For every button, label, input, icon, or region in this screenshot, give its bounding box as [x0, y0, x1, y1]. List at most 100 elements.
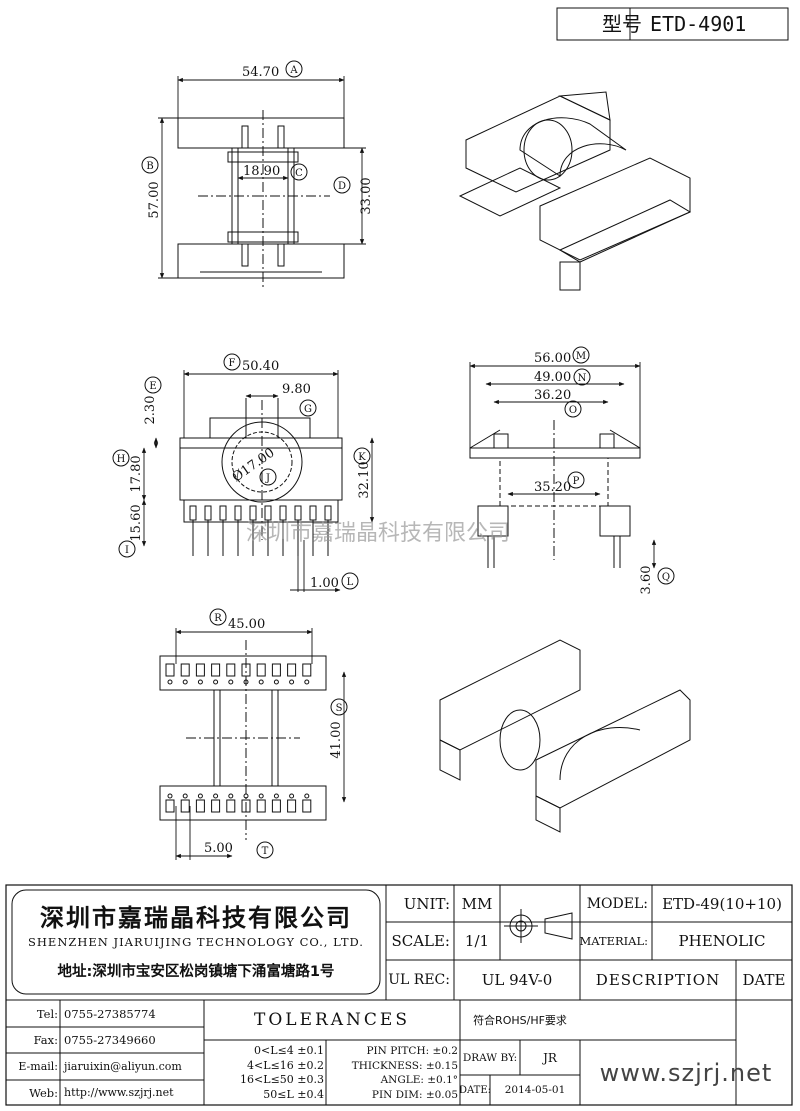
bottom-pin-pad — [165, 799, 175, 813]
email-value[interactable]: jiaruixin@aliyun.com — [64, 1060, 182, 1073]
watermark: 深圳市嘉瑞晶科技有限公司 — [246, 521, 510, 546]
bottom-pin-hole — [258, 793, 264, 799]
tolerance-specs: PIN PITCH: ±0.2 THICKNESS: ±0.15 ANGLE: … — [328, 1044, 458, 1102]
bottom-pin-pad — [211, 799, 221, 813]
bottom-pin-pad — [195, 663, 205, 677]
dim-p-mark: P — [573, 476, 580, 487]
bottom-pin-hole — [167, 679, 173, 685]
tolerance-spec-1: PIN PITCH: ±0.2 — [366, 1045, 458, 1057]
bottom-pin-pad — [180, 663, 190, 677]
tel-label: Tel: — [36, 1006, 58, 1021]
fax-value: 0755-27349660 — [64, 1033, 156, 1047]
side-pin-tab — [294, 505, 302, 521]
bottom-pin-hole — [243, 679, 249, 685]
dim-d-value: 33.00 — [359, 177, 374, 214]
side-pin-tab — [234, 505, 242, 521]
dim-h-mark: H — [117, 454, 126, 465]
dim-r-mark: R — [214, 613, 222, 624]
bottom-pin-pad — [241, 799, 251, 813]
bottom-pin-hole — [228, 679, 234, 685]
unit-label: UNIT: — [403, 894, 450, 913]
web-value[interactable]: http://www.szjrj.net — [64, 1086, 174, 1099]
bottom-pin-pad — [287, 799, 297, 813]
dim-f-value: 50.40 — [242, 359, 279, 374]
dimension-lines — [141, 76, 657, 860]
side-pin-tab — [264, 505, 272, 521]
dim-t-value: 5.00 — [204, 841, 233, 856]
draw-by-value: JR — [543, 1050, 557, 1065]
dim-o-value: 36.20 — [534, 388, 571, 403]
dim-e-mark: E — [149, 381, 156, 392]
dim-i-value: 15.60 — [129, 504, 144, 541]
bottom-pin-hole — [228, 793, 234, 799]
bottom-pin-hole — [273, 679, 279, 685]
material-label: MATERIAL: — [579, 934, 648, 948]
dim-a-value: 54.70 — [242, 65, 279, 80]
bottom-pin-pad — [180, 799, 190, 813]
dim-c-mark: C — [295, 168, 303, 179]
dim-q-mark: Q — [662, 572, 670, 583]
side-pin-tab — [219, 505, 227, 521]
bottom-pin-hole — [197, 679, 203, 685]
side-view — [179, 398, 343, 556]
dim-p-value: 35.20 — [534, 480, 571, 495]
ulrec-value: UL 94V-0 — [481, 971, 553, 989]
fax-label: Fax: — [33, 1033, 58, 1047]
dim-n-mark: N — [578, 373, 587, 384]
dimension-markers — [112, 60, 675, 859]
tolerance-range-2: 4<L≤16 ±0.2 — [247, 1058, 324, 1072]
dim-f-mark: F — [229, 358, 236, 369]
bottom-pin-hole — [289, 793, 295, 799]
unit-value: MM — [461, 894, 493, 913]
bottom-pin-hole — [167, 793, 173, 799]
company-name-en: SHENZHEN JIARUIJING TECHNOLOGY CO., LTD. — [28, 935, 364, 949]
bottom-pin-hole — [304, 793, 310, 799]
iso-view-upper — [458, 91, 692, 291]
company-name-cn: 深圳市嘉瑞晶科技有限公司 — [40, 903, 352, 932]
dim-s-value: 41.00 — [329, 721, 344, 758]
date-value: 2014-05-01 — [504, 1084, 566, 1096]
bottom-pin-hole — [258, 679, 264, 685]
dim-h-value: 17.80 — [129, 455, 144, 492]
bottom-pin-pad — [302, 799, 312, 813]
tolerance-spec-4: PIN DIM: ±0.05 — [371, 1088, 458, 1101]
dim-i-mark: I — [125, 545, 129, 556]
dim-c-value: 18.90 — [243, 164, 280, 179]
bottom-pin-hole — [289, 679, 295, 685]
tolerance-range-4: 50≤L ±0.4 — [263, 1087, 324, 1101]
side-pin-tab — [309, 505, 317, 521]
dim-g-value: 9.80 — [282, 382, 311, 397]
tolerance-spec-3: ANGLE: ±0.1° — [380, 1074, 458, 1086]
dim-j-mark: J — [265, 473, 270, 484]
dim-k-mark: K — [358, 452, 366, 463]
bottom-pin-hole — [304, 679, 310, 685]
bottom-pin-pad — [256, 799, 266, 813]
dim-j-value: Ø17.00 — [230, 446, 278, 486]
drawing-labels: 型号 ETD-4901 54.70 A 57.00 B 18.90 C 33.0… — [117, 12, 747, 857]
dim-s-mark: S — [336, 703, 343, 714]
tolerance-range-3: 16<L≤50 ±0.3 — [240, 1073, 324, 1086]
bottom-pin-pad — [241, 663, 251, 677]
bottom-pin-hole — [243, 793, 249, 799]
dim-d-mark: D — [338, 181, 346, 192]
material-value: PHENOLIC — [678, 932, 766, 950]
rohs-note: 符合ROHS/HF要求 — [473, 1014, 567, 1027]
ulrec-label: UL REC: — [388, 972, 450, 988]
date-header: DATE — [742, 971, 786, 989]
tolerances-label: TOLERANCES — [254, 1010, 410, 1030]
dim-k-value: 32.10 — [357, 461, 372, 498]
header-model-label: 型号 — [602, 12, 642, 36]
date-label: DATE: — [458, 1084, 492, 1096]
dim-o-mark: O — [569, 405, 577, 416]
front-view — [469, 420, 641, 568]
bottom-pin-pad — [271, 663, 281, 677]
bottom-pin-hole — [213, 793, 219, 799]
bottom-pin-pad — [226, 663, 236, 677]
bottom-pin-hole — [182, 793, 188, 799]
bottom-pin-pad — [302, 663, 312, 677]
tolerance-spec-2: THICKNESS: ±0.15 — [351, 1059, 458, 1072]
header-model-value: ETD-4901 — [650, 12, 746, 36]
bottom-pin-hole — [182, 679, 188, 685]
top-view — [177, 110, 345, 290]
